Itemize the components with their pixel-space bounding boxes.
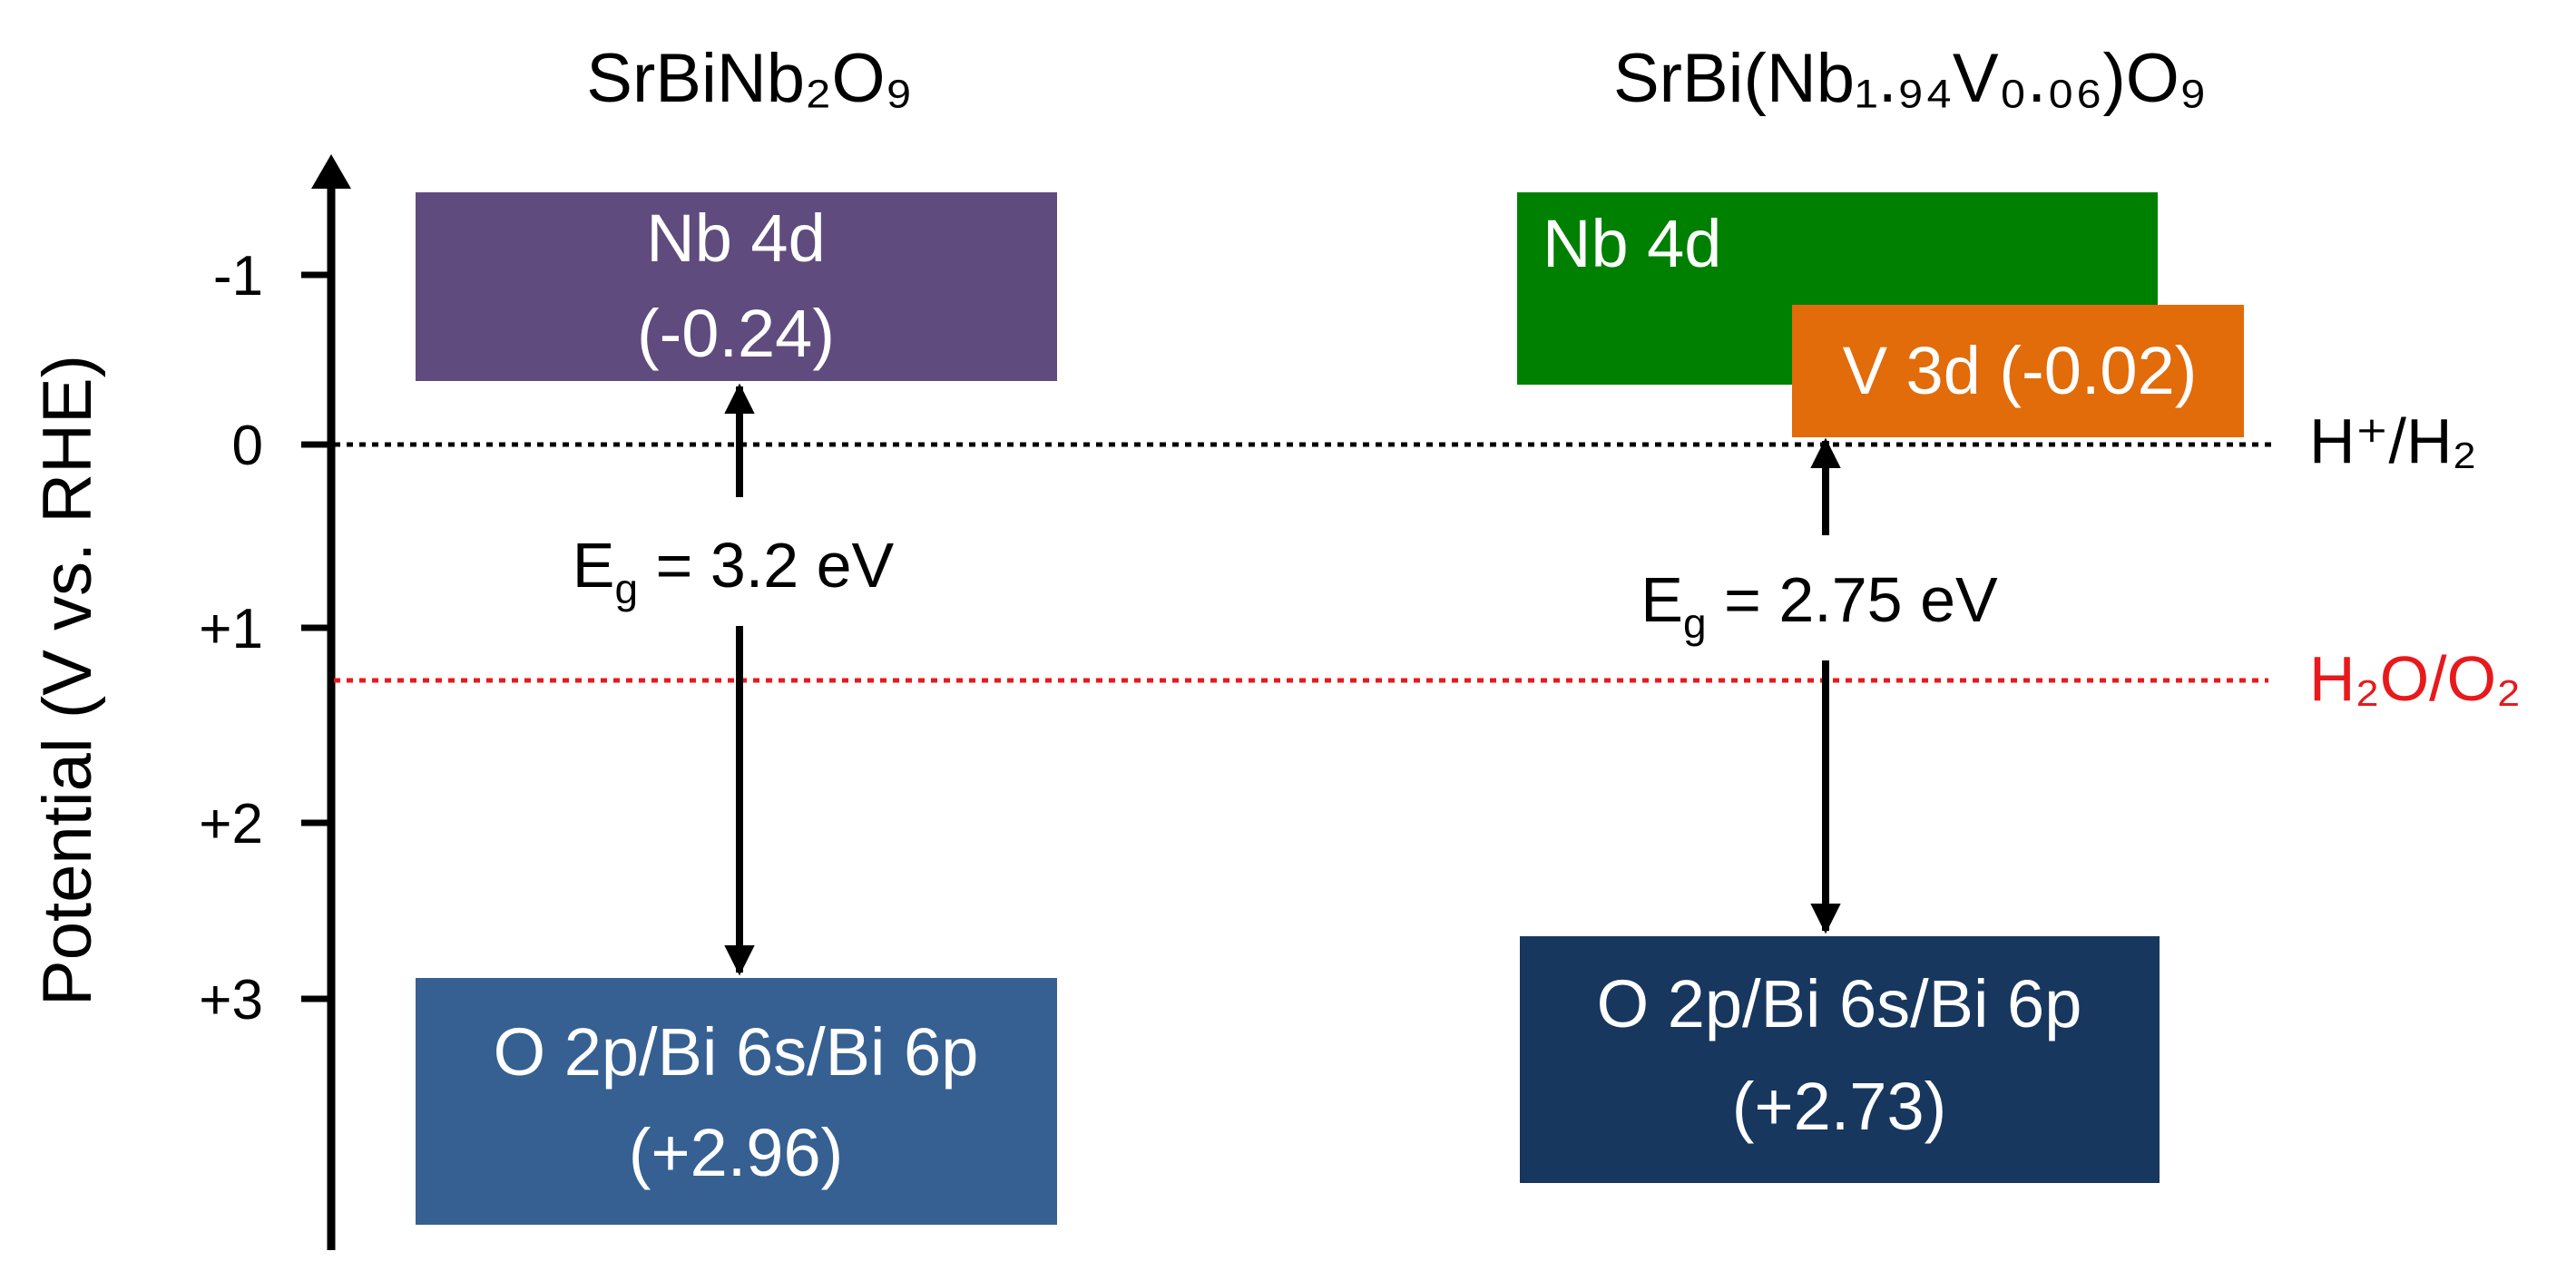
y-tick-label: 0 xyxy=(232,415,263,477)
y-tick-label: +3 xyxy=(199,969,263,1031)
sbn-cb-value: (-0.24) xyxy=(637,296,835,371)
sbn-vb-value: (+2.96) xyxy=(629,1115,844,1190)
sbn-formula-title: SrBiNb₂O₉ xyxy=(586,40,912,117)
sbn-valence-band xyxy=(416,978,1057,1225)
y-axis-title: Potential (V vs. RHE) xyxy=(29,355,106,1006)
sbn-conduction-band xyxy=(416,192,1057,381)
sbn-cb-name: Nb 4d xyxy=(646,200,825,276)
o2-reference-label: H₂O/O₂ xyxy=(2309,643,2521,714)
y-axis-arrowhead xyxy=(311,154,351,189)
sbnv-v3d-label: V 3d (-0.02) xyxy=(1843,333,2198,408)
y-tick-label: +1 xyxy=(199,598,263,660)
sbn-gap-label: Eg = 3.2 eV xyxy=(573,530,895,612)
sbnv-vb-name: O 2p/Bi 6s/Bi 6p xyxy=(1597,966,2082,1041)
sbnv-formula-title: SrBi(Nb₁.₉₄V₀.₀₆)O₉ xyxy=(1613,40,2207,117)
y-tick-label: -1 xyxy=(213,245,263,308)
sbnv-v3d-band xyxy=(1792,305,2244,437)
y-tick-label: +2 xyxy=(199,793,263,855)
sbnv-vb-value: (+2.73) xyxy=(1732,1069,1947,1144)
sbnv-cb-name: Nb 4d xyxy=(1543,206,1721,281)
h2-reference-label: H⁺/H₂ xyxy=(2309,406,2477,476)
sbnv-gap-label: Eg = 2.75 eV xyxy=(1641,564,1998,647)
sbn-vb-name: O 2p/Bi 6s/Bi 6p xyxy=(494,1014,979,1090)
sbnv-valence-band xyxy=(1520,936,2160,1183)
